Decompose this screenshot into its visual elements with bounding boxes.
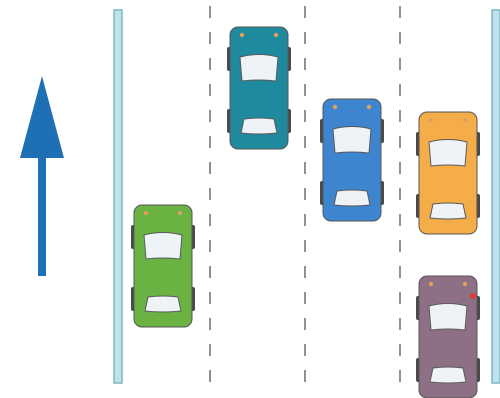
car-blue bbox=[320, 99, 384, 221]
headlight bbox=[240, 33, 244, 37]
windshield bbox=[429, 140, 467, 167]
headlight bbox=[333, 105, 337, 109]
rear-window bbox=[334, 190, 370, 206]
headlight bbox=[463, 282, 467, 286]
right-barrier bbox=[492, 10, 500, 383]
headlight bbox=[429, 282, 433, 286]
windshield bbox=[333, 127, 371, 154]
windshield bbox=[429, 304, 467, 331]
brake-light bbox=[470, 293, 476, 299]
headlight bbox=[367, 105, 371, 109]
headlight bbox=[144, 211, 148, 215]
direction-arrow-icon bbox=[20, 76, 64, 276]
headlight bbox=[178, 211, 182, 215]
car-teal bbox=[227, 27, 291, 149]
rear-window bbox=[430, 203, 466, 219]
car-green bbox=[131, 205, 195, 327]
rear-window bbox=[241, 118, 277, 134]
left-barrier bbox=[114, 10, 122, 383]
car-purple bbox=[416, 276, 480, 398]
headlight bbox=[429, 118, 433, 122]
windshield bbox=[144, 233, 182, 260]
headlight bbox=[274, 33, 278, 37]
rear-window bbox=[430, 367, 466, 383]
headlight bbox=[463, 118, 467, 122]
car-orange bbox=[416, 112, 480, 234]
windshield bbox=[240, 55, 278, 82]
rear-window bbox=[145, 296, 181, 312]
